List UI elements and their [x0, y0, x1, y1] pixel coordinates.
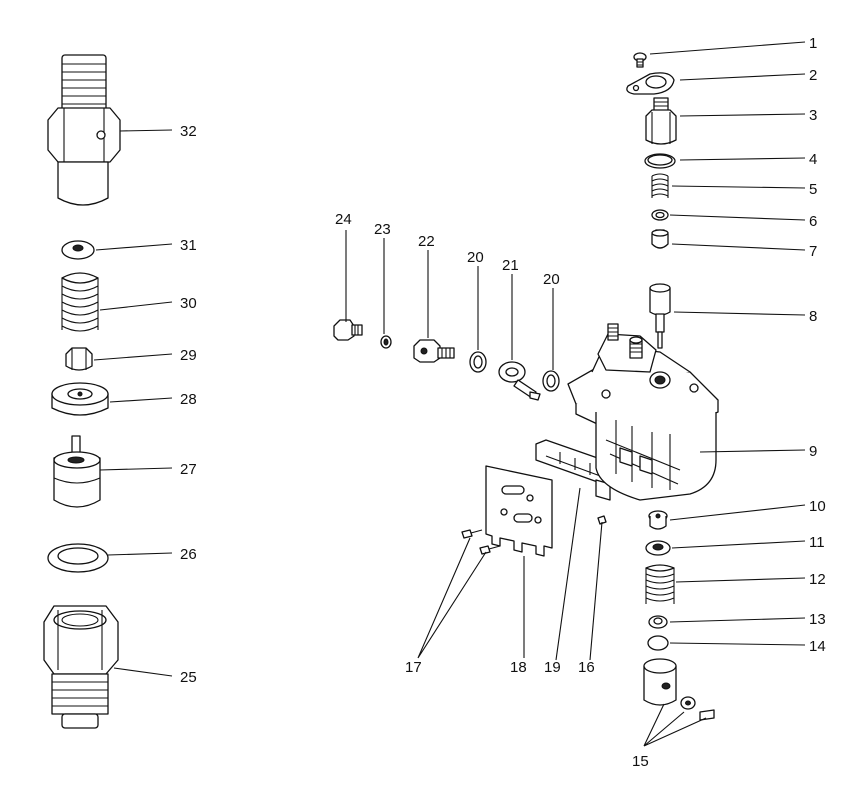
label-10: 10 [809, 498, 826, 515]
label-2: 2 [809, 67, 817, 84]
part-27-nozzle [53, 435, 101, 508]
part-26-gasket [47, 543, 109, 573]
part-8-plunger [649, 283, 671, 349]
part-23-washer [380, 335, 392, 349]
part-21-banjo-fitting [498, 361, 541, 401]
part-15-roller-tappet [643, 658, 715, 721]
label-12: 12 [809, 571, 826, 588]
label-28: 28 [180, 391, 197, 408]
label-8: 8 [809, 308, 817, 325]
part-11-spring-seat [645, 540, 671, 556]
label-24: 24 [335, 211, 352, 228]
part-3-delivery-valve-holder [645, 97, 677, 145]
label-27: 27 [180, 461, 197, 478]
part-7-delivery-valve [651, 229, 669, 249]
label-25: 25 [180, 669, 197, 686]
part-9-pump-housing [567, 323, 719, 501]
label-14: 14 [809, 638, 826, 655]
part-30-spring [61, 272, 99, 332]
label-17: 17 [405, 659, 422, 676]
part-14-shim [647, 635, 669, 651]
label-13: 13 [809, 611, 826, 628]
label-26: 26 [180, 546, 197, 563]
part-1-screw [633, 52, 647, 68]
label-5: 5 [809, 181, 817, 198]
part-16-pin [597, 515, 607, 525]
label-1: 1 [809, 35, 817, 52]
label-22: 22 [418, 233, 435, 250]
part-25-nozzle-nut [43, 605, 119, 729]
label-3: 3 [809, 107, 817, 124]
part-31-washer [61, 240, 95, 260]
label-20-a: 20 [467, 249, 484, 266]
part-6-washer [651, 209, 669, 221]
label-30: 30 [180, 295, 197, 312]
part-18-plate [485, 465, 553, 557]
label-29: 29 [180, 347, 197, 364]
part-5-spring [651, 173, 669, 198]
label-31: 31 [180, 237, 197, 254]
part-13-spring-seat [648, 615, 668, 629]
label-4: 4 [809, 151, 817, 168]
label-20-b: 20 [543, 271, 560, 288]
part-2-plate [626, 72, 675, 95]
label-11: 11 [809, 534, 825, 551]
part-24-bolt [333, 319, 363, 341]
part-28-spacer [51, 382, 109, 416]
label-19: 19 [544, 659, 561, 676]
label-23: 23 [374, 221, 391, 238]
label-15: 15 [632, 753, 649, 770]
label-6: 6 [809, 213, 817, 230]
part-10-tappet [648, 510, 668, 530]
part-20-washer-b [542, 370, 560, 392]
part-20-washer-a [469, 351, 487, 373]
part-32-nozzle-holder-body [47, 54, 121, 206]
leader-lines [93, 41, 806, 747]
label-7: 7 [809, 243, 817, 260]
part-17-screws [461, 529, 501, 555]
label-32: 32 [180, 123, 197, 140]
part-4-o-ring [644, 153, 676, 169]
label-9: 9 [809, 443, 817, 460]
label-18: 18 [510, 659, 527, 676]
part-29-push-rod [65, 347, 93, 371]
label-16: 16 [578, 659, 595, 676]
label-21: 21 [502, 257, 519, 274]
part-12-plunger-spring [645, 564, 675, 604]
part-22-hollow-screw [413, 339, 455, 363]
